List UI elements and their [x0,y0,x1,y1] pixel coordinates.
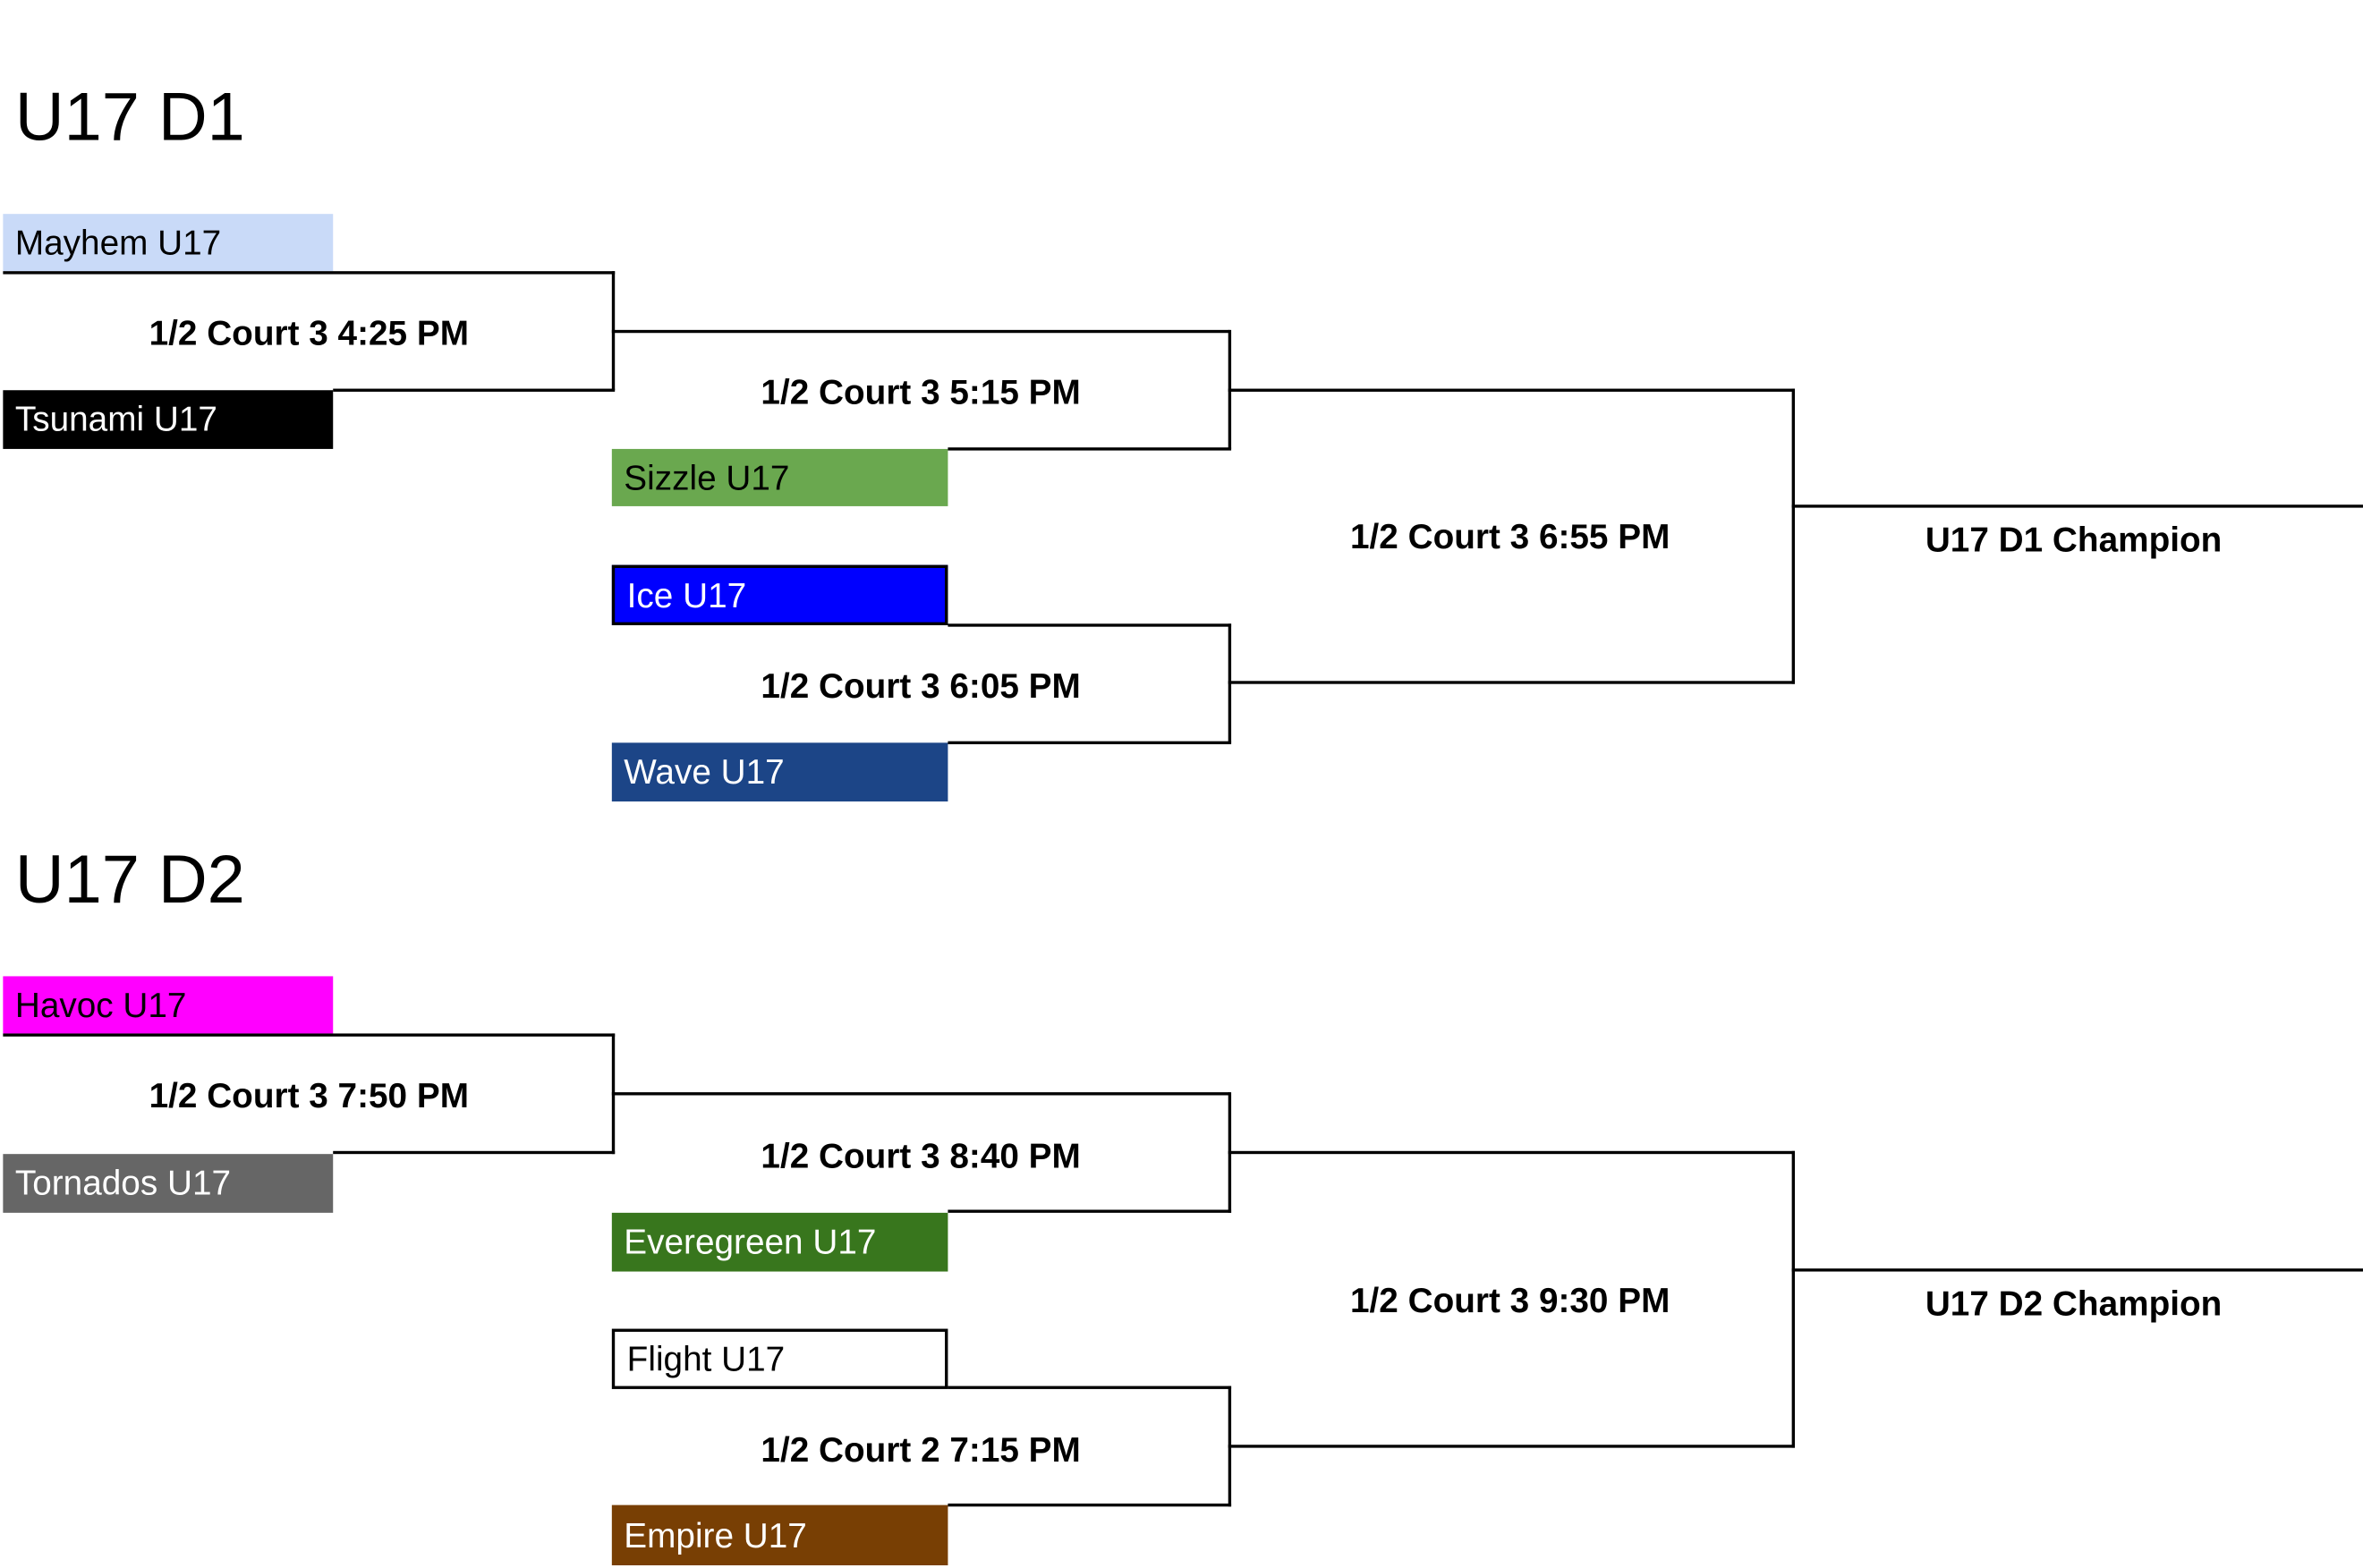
bracket-line [1791,504,2363,508]
bracket-line [948,447,1232,451]
bracket-line [1228,1445,1796,1448]
bracket-line [333,388,616,392]
bracket-line [1228,388,1796,392]
match-label: 1/2 Court 3 8:40 PM [761,1135,1081,1175]
match-label: 1/2 Court 3 6:55 PM [1349,516,1670,556]
team-slot-havoc[interactable]: Havoc U17 [3,976,334,1034]
champion-label: U17 D1 Champion [1925,520,2223,559]
bracket-line [1791,1268,2363,1272]
bracket-line [948,1386,1232,1389]
team-slot-everegreen[interactable]: Everegreen U17 [611,1212,948,1272]
team-slot-flight[interactable]: Flight U17 [611,1328,948,1389]
bracket-title-d1: U17 D1 [14,78,245,156]
champion-label: U17 D2 Champion [1925,1284,2223,1323]
bracket-line [948,741,1232,745]
team-slot-mayhem[interactable]: Mayhem U17 [3,214,334,272]
bracket-line [3,271,616,275]
bracket-line [333,1150,616,1155]
team-slot-sizzle[interactable]: Sizzle U17 [611,448,948,506]
bracket-line [948,623,1232,627]
team-slot-tsunami[interactable]: Tsunami U17 [3,390,334,449]
bracket-line [1228,1150,1796,1155]
bracket-title-d2: U17 D2 [14,840,245,918]
match-label: 1/2 Court 3 5:15 PM [761,372,1081,411]
bracket-line [611,329,1230,334]
team-slot-empire[interactable]: Empire U17 [611,1504,948,1565]
bracket-line [948,1209,1232,1213]
match-label: 1/2 Court 3 9:30 PM [1349,1280,1670,1320]
team-slot-ice[interactable]: Ice U17 [611,564,948,625]
bracket-line [1791,1150,1796,1448]
match-label: 1/2 Court 2 7:15 PM [761,1429,1081,1470]
team-slot-tornados[interactable]: Tornados U17 [3,1154,334,1213]
bracket-line [1228,681,1796,684]
bracket-line [3,1033,616,1037]
match-label: 1/2 Court 3 4:25 PM [149,313,469,353]
match-label: 1/2 Court 3 7:50 PM [149,1075,469,1115]
bracket-line [611,1092,1230,1096]
match-label: 1/2 Court 3 6:05 PM [761,665,1081,706]
bracket-line [1791,388,1796,684]
team-slot-wave[interactable]: Wave U17 [611,742,948,802]
bracket-line [948,1503,1232,1507]
